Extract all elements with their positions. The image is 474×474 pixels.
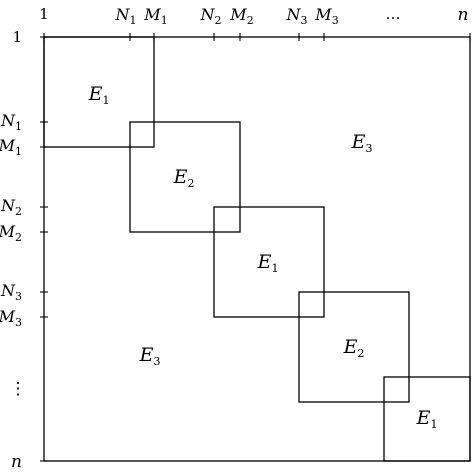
matrix-frame: [43, 36, 471, 462]
left-label-end: n: [11, 452, 22, 472]
top-label-n2: N2: [200, 5, 222, 27]
block-4-label: E2: [343, 336, 365, 360]
left-ellipsis: ⋮: [10, 379, 27, 399]
block-5: [383, 376, 471, 462]
top-label-m1: M1: [143, 5, 167, 27]
block-1-label: E1: [88, 83, 110, 107]
top-ellipsis: …: [386, 5, 401, 23]
top-label-m3: M3: [314, 5, 338, 27]
block-1: [43, 36, 155, 148]
left-label-n2: N2: [0, 196, 22, 218]
region-lower-label: E3: [139, 344, 161, 368]
top-label-n1: N1: [115, 5, 137, 27]
left-label-m2: M2: [0, 222, 22, 244]
left-label-start: 1: [12, 28, 22, 46]
left-label-m1: M1: [0, 136, 22, 158]
block-3: [213, 206, 325, 318]
block-4: [298, 291, 410, 403]
top-label-n3: N3: [286, 5, 308, 27]
top-label-m2: M2: [229, 5, 253, 27]
left-label-m3: M3: [0, 307, 22, 329]
block-3-label: E1: [257, 251, 279, 275]
top-label-end: n: [458, 5, 469, 25]
block-2: [129, 121, 241, 233]
top-label-start: 1: [39, 5, 49, 23]
region-upper-label: E3: [351, 131, 373, 155]
left-label-n1: N1: [0, 111, 22, 133]
block-2-label: E2: [173, 166, 195, 190]
left-label-n3: N3: [0, 281, 22, 303]
block-5-label: E1: [416, 407, 438, 431]
